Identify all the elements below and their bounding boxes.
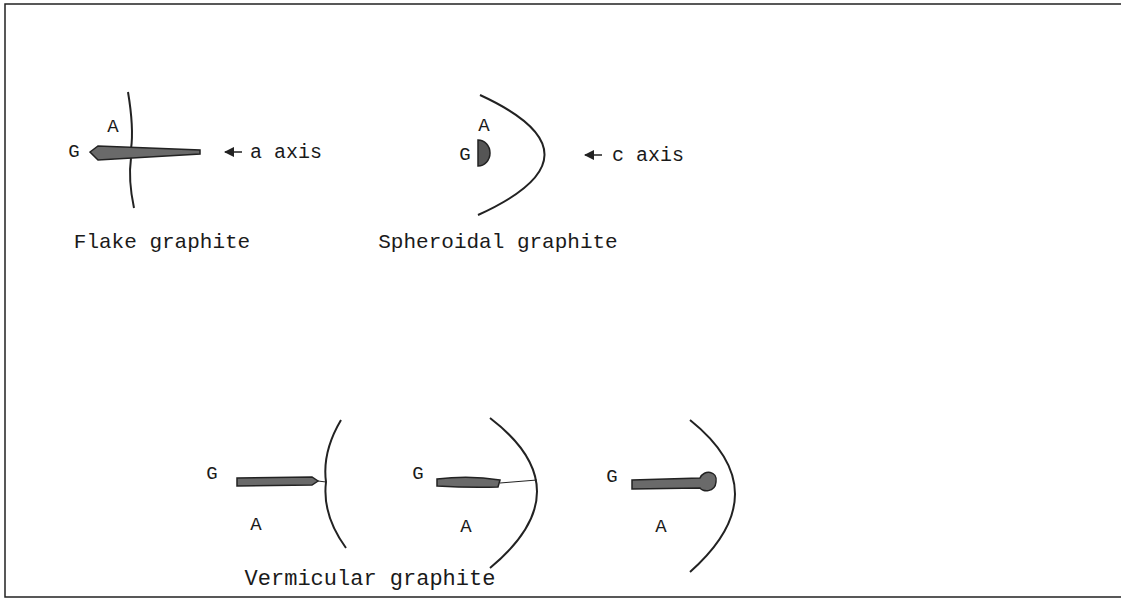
interface-arc [325,420,346,548]
phase-letter: G [68,143,79,162]
phase-letter: G [606,468,617,487]
interface-link [500,480,537,483]
flake-graphite-shape [90,146,200,160]
phase-letter: A [250,516,261,535]
phase-letter: G [206,465,217,484]
interface-arc [478,95,545,215]
phase-letter: G [459,146,470,165]
phase-letter: A [107,118,118,137]
axis-arrow [225,151,242,153]
interface-arc [690,420,735,572]
vermicular-graphite-shape [632,472,716,490]
caption-label: Spheroidal graphite [378,232,617,253]
caption-label: Flake graphite [74,232,250,253]
axis-arrow [585,154,602,156]
vermicular-graphite-shape [237,477,318,486]
axis-label: a axis [250,143,322,163]
frame-border [5,4,1121,597]
interface-link [318,481,326,482]
interface-arc [490,418,537,568]
spheroid-graphite-shape [478,140,490,166]
phase-letter: A [460,518,471,537]
caption-label: Vermicular graphite [245,569,496,591]
phase-letter: A [478,117,489,136]
phase-letter: A [655,518,666,537]
axis-label: c axis [612,146,684,166]
phase-letter: G [412,465,423,484]
vermicular-graphite-shape [437,477,500,487]
